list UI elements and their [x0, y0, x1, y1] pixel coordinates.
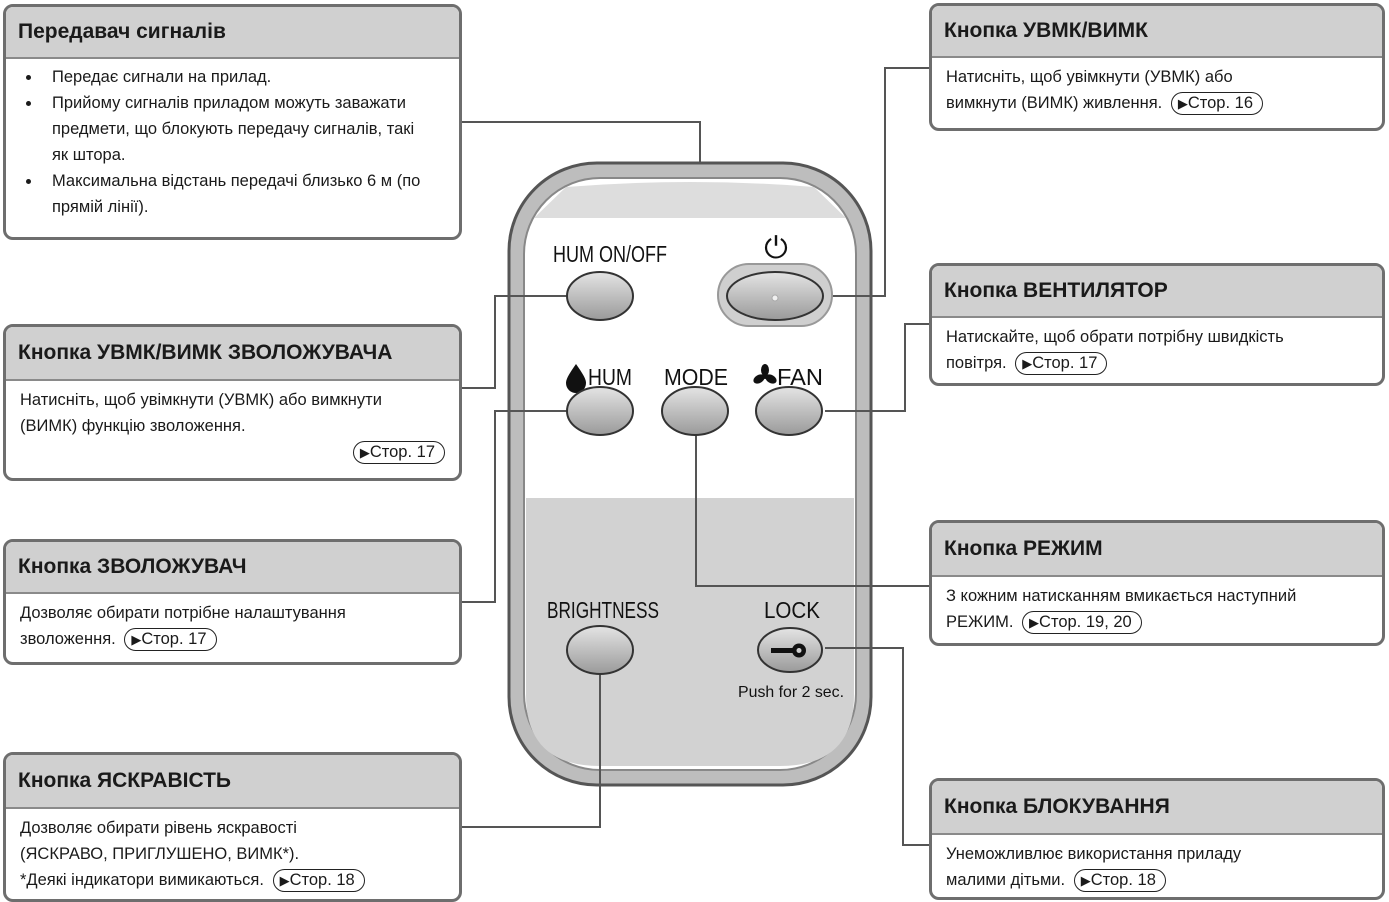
play-icon: ▶ [1022, 356, 1033, 371]
callout-text: Унеможливлює використання приладу [946, 845, 1242, 863]
push-note: Push for 2 sec. [738, 684, 844, 701]
lock-label: LOCK [764, 597, 821, 623]
transmitter-window [534, 182, 846, 218]
callout-lock: Кнопка БЛОКУВАННЯ Унеможливлює використа… [929, 778, 1385, 900]
mode-label: MODE [664, 364, 728, 390]
brightness-label: BRIGHTNESS [547, 597, 659, 623]
power-button[interactable] [717, 263, 833, 327]
callout-power: Кнопка УВМК/ВИМК Натисніть, щоб увімкнут… [929, 3, 1385, 131]
callout-mode: Кнопка РЕЖИМ З кожним натисканням вмикає… [929, 520, 1385, 646]
callout-title: Кнопка УВМК/ВИМК [932, 6, 1382, 58]
callout-text: Натисніть, щоб увімкнути (УВМК) або [946, 68, 1233, 86]
leader-power [825, 67, 932, 297]
callout-title: Кнопка УВМК/ВИМК ЗВОЛОЖУВАЧА [6, 327, 459, 381]
key-icon [771, 643, 806, 658]
page-ref[interactable]: ▶Стор. 19, 20 [1022, 611, 1142, 634]
play-icon: ▶ [1080, 873, 1091, 888]
callout-text: Натискайте, щоб обрати потрібну швидкіст… [946, 328, 1284, 346]
fan-icon [753, 364, 777, 384]
brightness-button[interactable] [566, 625, 634, 675]
play-icon: ▶ [1177, 96, 1188, 111]
callout-title: Кнопка ЯСКРАВІСТЬ [6, 755, 459, 809]
mode-button[interactable] [661, 386, 729, 436]
hum-onoff-button[interactable] [566, 271, 634, 321]
drop-icon-shape [566, 364, 586, 393]
callout-brightness: Кнопка ЯСКРАВІСТЬ Дозволяє обирати рівен… [3, 752, 462, 902]
hum-onoff-label: HUM ON/OFF [553, 241, 667, 267]
lower-panel [526, 498, 854, 766]
leader-brightness [459, 663, 601, 828]
callout-title: Кнопка БЛОКУВАННЯ [932, 781, 1382, 835]
power-icon: ⏻ [764, 231, 788, 266]
page-ref[interactable]: ▶Стор. 17 [352, 441, 445, 464]
callout-text: РЕЖИМ. [946, 613, 1014, 631]
page-ref[interactable]: ▶Стор. 17 [1015, 352, 1108, 375]
play-icon: ▶ [279, 873, 290, 888]
list-item: Передає сигнали на прилад. [42, 64, 445, 90]
callout-title: Кнопка РЕЖИМ [932, 523, 1382, 577]
play-icon: ▶ [359, 445, 370, 460]
callout-text: *Деякі індикатори вимикаються. [20, 871, 264, 889]
transmitter-bullets: Передає сигнали на прилад. Прийому сигна… [20, 64, 445, 220]
leader-transmitter [459, 121, 701, 163]
callout-text: повітря. [946, 354, 1007, 372]
callout-text: малими дітьми. [946, 871, 1066, 889]
leader-hum-onoff [459, 295, 570, 389]
page-ref[interactable]: ▶Стор. 18 [1073, 869, 1166, 892]
callout-text: Дозволяє обирати потрібне налаштування з… [20, 604, 346, 648]
callout-text: З кожним натисканням вмикається наступни… [946, 587, 1297, 605]
callout-humidifier: Кнопка ЗВОЛОЖУВАЧ Дозволяє обирати потрі… [3, 539, 462, 665]
leader-fan [825, 323, 932, 412]
list-item: Прийому сигналів приладом можуть заважат… [42, 90, 445, 168]
callout-hum-onoff: Кнопка УВМК/ВИМК ЗВОЛОЖУВАЧА Натисніть, … [3, 324, 462, 481]
callout-transmitter: Передавач сигналів Передає сигнали на пр… [3, 4, 462, 240]
hum-label: HUM [588, 364, 632, 390]
callout-title: Кнопка ВЕНТИЛЯТОР [932, 266, 1382, 318]
list-item: Максимальна відстань передачі близько 6 … [42, 168, 445, 220]
page-ref[interactable]: ▶Стор. 18 [272, 869, 365, 892]
callout-text: (ЯСКРАВО, ПРИГЛУШЕНО, ВИМК*). [20, 845, 300, 863]
leader-mode [695, 432, 932, 587]
fan-label: FAN [777, 364, 823, 390]
callout-title: Кнопка ЗВОЛОЖУВАЧ [6, 542, 459, 594]
page-ref[interactable]: ▶Стор. 17 [124, 628, 217, 651]
page-ref[interactable]: ▶Стор. 16 [1170, 92, 1264, 115]
callout-fan: Кнопка ВЕНТИЛЯТОР Натискайте, щоб обрати… [929, 263, 1385, 386]
callout-text: вимкнути (ВИМК) живлення. [946, 94, 1163, 112]
callout-text: Дозволяє обирати рівень яскравості [20, 819, 297, 837]
play-icon: ▶ [1029, 615, 1040, 630]
fan-button[interactable] [755, 386, 823, 436]
leader-lock [825, 647, 932, 846]
lock-button[interactable] [757, 627, 823, 673]
callout-title: Передавач сигналів [6, 7, 459, 59]
play-icon: ▶ [131, 632, 142, 647]
hum-button[interactable] [566, 386, 634, 436]
leader-humidifier [459, 410, 570, 603]
callout-text: Натисніть, щоб увімкнути (УВМК) або вимк… [20, 391, 382, 435]
